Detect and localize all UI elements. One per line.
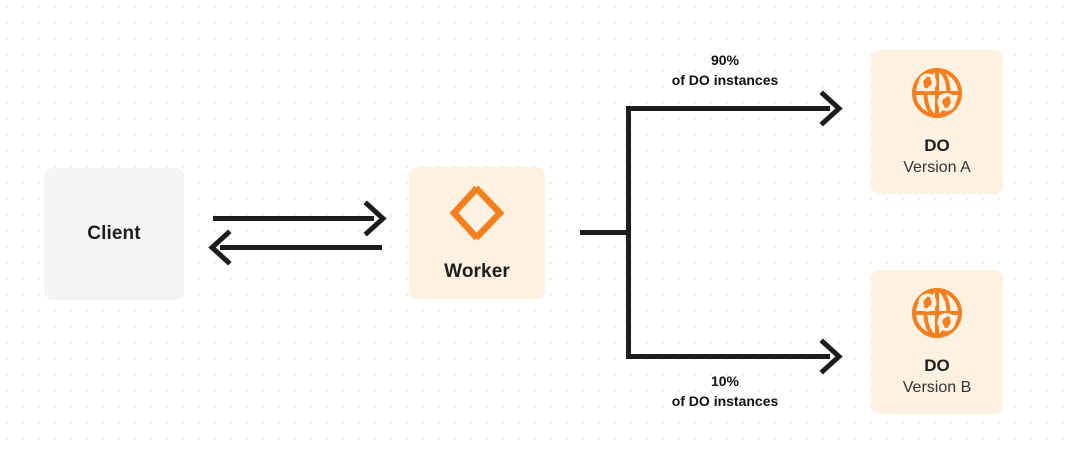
edge-worker-to-do-b <box>626 338 843 375</box>
edge-worker-split-trunk <box>580 106 631 359</box>
edge-label-do-b-percent: 10% <box>710 373 740 389</box>
node-do-version-a[interactable]: DO Version A <box>871 50 1003 194</box>
edge-worker-to-client <box>208 229 382 266</box>
globe-icon <box>909 65 965 121</box>
node-do-b-sublabel: Version B <box>902 378 972 396</box>
edge-label-do-b: 10% of DO instances <box>640 371 810 412</box>
globe-icon <box>909 285 965 341</box>
edge-label-do-a: 90% of DO instances <box>640 50 810 91</box>
workers-logo-icon <box>446 183 508 243</box>
node-do-b-label: DO <box>924 356 950 376</box>
node-do-a-label: DO <box>924 136 950 156</box>
edge-client-to-worker <box>213 200 387 237</box>
node-do-a-sublabel: Version A <box>903 158 971 176</box>
edge-label-do-a-description: of DO instances <box>671 72 779 89</box>
node-do-version-b[interactable]: DO Version B <box>871 270 1003 414</box>
node-client-label: Client <box>87 222 141 244</box>
edge-label-do-b-description: of DO instances <box>671 393 779 410</box>
node-worker-label: Worker <box>444 260 510 282</box>
edge-worker-to-do-a <box>626 90 843 127</box>
edge-label-do-a-percent: 90% <box>710 52 740 68</box>
node-worker[interactable]: Worker <box>409 167 545 299</box>
node-client[interactable]: Client <box>44 168 184 300</box>
